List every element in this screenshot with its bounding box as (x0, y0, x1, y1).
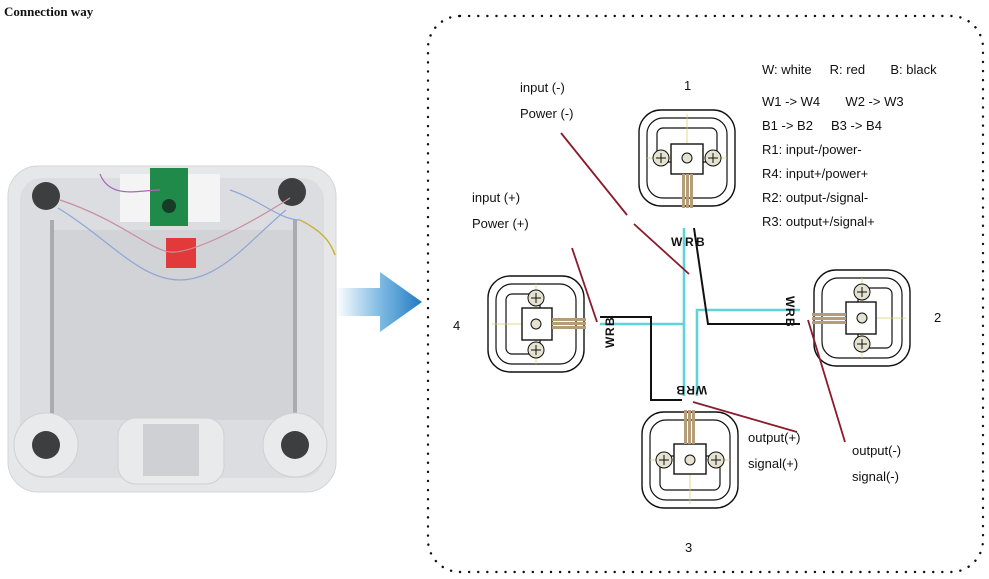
cell-number-1: 1 (684, 78, 691, 93)
svg-text:B: B (676, 383, 685, 397)
legend-r2: R2: output-/signal- (762, 190, 869, 205)
red-wire-r2 (807, 319, 846, 443)
wire-letters-cell-1: W R B (671, 235, 705, 249)
svg-text:B: B (603, 317, 617, 326)
label-signal-minus: signal(-) (852, 469, 899, 484)
label-power-minus: Power (-) (520, 106, 573, 121)
load-cell-1 (638, 109, 736, 209)
wire-letters-cell-2: W R B (783, 296, 797, 327)
load-cell-2 (811, 269, 911, 367)
scale-photo (7, 165, 337, 493)
wire-letters-cell-4: W R B (603, 317, 617, 348)
control-board (150, 168, 188, 226)
svg-text:W: W (671, 235, 683, 249)
white-wire-1-4 (600, 228, 686, 396)
wiring-legend: W: white R: red B: black W1 -> W4 W2 -> … (762, 58, 937, 234)
hx711-module (166, 238, 196, 268)
red-wire-r4 (571, 247, 598, 323)
battery-compartment (143, 424, 199, 476)
wire-letters-cell-3: W R B (676, 383, 707, 397)
svg-text:B: B (783, 318, 797, 327)
label-output-minus: output(-) (852, 443, 901, 458)
svg-text:W: W (783, 296, 797, 308)
load-cell-foot (32, 182, 60, 210)
page-title: Connection way (4, 4, 94, 19)
cell-number-4: 4 (453, 318, 460, 333)
svg-text:R: R (686, 383, 695, 397)
red-wire-r3 (692, 401, 798, 433)
load-cell-foot (278, 178, 306, 206)
label-power-plus: Power (+) (472, 216, 529, 231)
red-wire-r1 (560, 132, 690, 275)
legend-r1: R1: input-/power- (762, 142, 862, 157)
cell-number-2: 2 (934, 310, 941, 325)
svg-text:R: R (603, 327, 617, 336)
load-cell-4 (487, 275, 587, 373)
svg-text:W: W (695, 383, 707, 397)
label-signal-plus: signal(+) (748, 456, 798, 471)
legend-r3: R3: output+/signal+ (762, 214, 875, 229)
svg-text:W: W (603, 336, 617, 348)
load-cell-foot (281, 431, 309, 459)
svg-text:R: R (685, 235, 694, 249)
label-input-minus: input (-) (520, 80, 565, 95)
svg-text:R: R (783, 308, 797, 317)
arrow-right-icon (336, 272, 422, 332)
legend-white-pairs: W1 -> W4 W2 -> W3 (762, 94, 904, 109)
diagram-frame (426, 14, 985, 574)
cell-number-3: 3 (685, 540, 692, 555)
label-input-plus: input (+) (472, 190, 520, 205)
load-cell-3 (641, 409, 739, 509)
svg-text:B: B (696, 235, 705, 249)
label-output-plus: output(+) (748, 430, 800, 445)
legend-r4: R4: input+/power+ (762, 166, 869, 181)
white-wire-2-3 (695, 308, 800, 396)
legend-colors: W: white R: red B: black (762, 62, 937, 77)
load-cell-foot (32, 431, 60, 459)
black-wire-3-4 (600, 316, 682, 401)
black-wire-1-2 (693, 227, 800, 325)
legend-black-pairs: B1 -> B2 B3 -> B4 (762, 118, 882, 133)
